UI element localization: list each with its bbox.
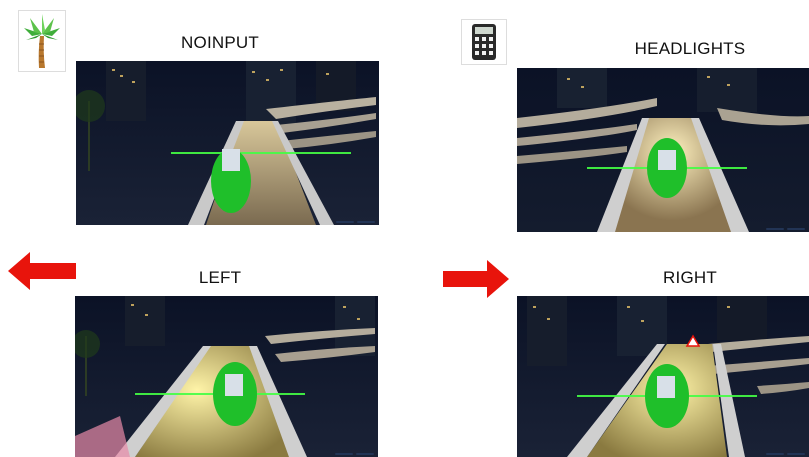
game-screenshot-headlights [517,68,809,232]
calculator-icon [461,19,507,65]
palm-tree-icon [18,10,66,72]
panel-title-headlights: HEADLIGHTS [634,39,746,58]
panel-title-noinput: NOINPUT [181,33,259,52]
hud-readout [766,228,805,230]
game-screenshot-right [517,296,809,457]
hud-readout [336,221,375,223]
hud-readout [766,453,805,455]
game-screenshot-noinput [76,61,379,225]
red-right-arrow-icon [443,260,509,298]
hud-readout [335,453,374,455]
panel-title-right: RIGHT [663,268,717,287]
game-screenshot-left [75,296,378,457]
red-left-arrow-icon [8,252,76,290]
panel-title-left: LEFT [198,268,242,287]
